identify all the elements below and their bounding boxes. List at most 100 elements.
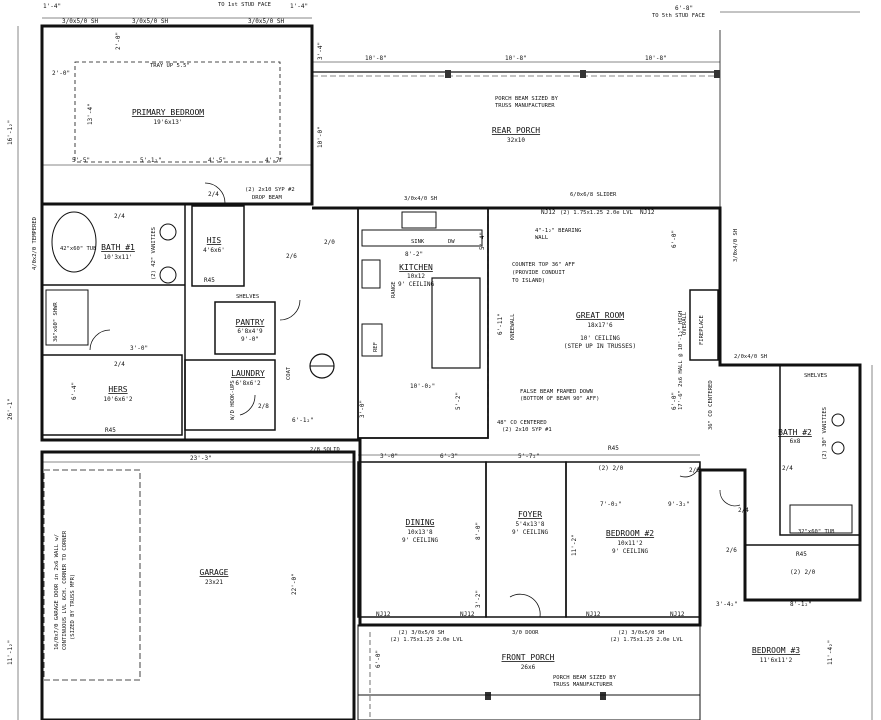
door-26-c: 2/6 [726, 547, 737, 554]
note-porch-beam-2: TRUSS MANUFACTURER [495, 103, 555, 109]
dining-size: 10x13'8 [407, 529, 433, 536]
label-fireplace: FIREPLACE [699, 315, 705, 345]
garage-label: GARAGE [200, 568, 229, 577]
note-false-beam-2: (BOTTOM OF BEAM 90" AFF) [520, 396, 599, 402]
kitchen-size: 10x12 [407, 273, 425, 280]
label-nj12-d: NJ12 [670, 611, 685, 618]
note-lvl-top: (2) 1.75x1.25 2.0e LVL [560, 210, 634, 216]
label-nj12-c: NJ12 [586, 611, 601, 618]
note-porch-beam-1: PORCH BEAM SIZED BY [495, 96, 559, 102]
pantry-label: PANTRY [236, 318, 265, 327]
note-co-centered-1: 48" CO CENTERED [497, 420, 547, 426]
dim-34b: 3'-4₂" [716, 601, 738, 608]
dim-47: 4'-7" [265, 157, 283, 164]
great-room-size: 18x17'6 [587, 322, 613, 329]
dim-101: 10'-0₂" [410, 383, 435, 390]
dim-sh-top2: 3/0x5/0 SH [132, 18, 169, 25]
dim-111: 11'-1₂" [7, 640, 14, 665]
garage-walls [40, 450, 356, 720]
dim-20b: 2'-0" [115, 32, 122, 50]
great-room-step: (STEP UP IN TRUSSES) [564, 343, 636, 350]
note-counter-3: TO ISLAND) [512, 278, 545, 284]
door-24-d: 2/4 [738, 507, 749, 514]
great-room-label: GREAT ROOM [576, 311, 624, 320]
note-vanities-b1: (2) 42" VANITIES [151, 227, 157, 280]
note-bearing-wall-2: WALL [535, 235, 549, 241]
door-b3-closet: (2) 2/0 [790, 569, 816, 576]
note-hall-high: 17'-6" 2x6 HALL @ 10'-1₂" HIGH [678, 311, 684, 410]
label-nj12-e: NJ12 [541, 209, 556, 216]
note-porch-lvl-right-2: (2) 1.75x1.25 2.0e LVL [610, 637, 684, 643]
note-garage-door-2: CONTINUOUS LVL 6CH. CORNER TO CORNER [62, 530, 68, 650]
note-sh-2040: 2/0x4/0 SH [734, 354, 767, 360]
dim-241: 26'-1" [7, 398, 14, 420]
pantry-ceiling: 9'-0" [241, 336, 259, 343]
bath1-tub-icon [51, 211, 97, 273]
his-size: 4'6x6' [203, 247, 225, 254]
label-shelves-b2: SHELVES [804, 373, 827, 379]
door-28: 2/8 [258, 403, 269, 410]
door-26-b: 2/6 [689, 467, 700, 474]
note-sh-3040-side: 3/0x4/0 SH [733, 229, 739, 262]
label-dw: DW [448, 239, 455, 245]
dim-82: 8'-2" [405, 251, 423, 258]
garage-size: 23x21 [205, 579, 223, 586]
note-tub-b1: 42"x60" TUB [60, 246, 97, 252]
door-20: 2/0 [324, 239, 335, 246]
dim-30b: 3'-0" [359, 400, 366, 418]
note-porch-lvl-right-1: (2) 3/0x5/0 SH [618, 630, 664, 636]
label-r45-b3: R45 [796, 551, 807, 558]
foyer-label: FOYER [518, 510, 542, 519]
dim-30c: 3'-0" [130, 345, 148, 352]
dim-top-right: 1'-4" [290, 3, 308, 10]
hers-closet-walls [41, 354, 183, 436]
note-drop-beam-1: (2) 2x10 SYP #2 [245, 187, 295, 193]
dim-54: 5'-4" [479, 232, 486, 250]
dining-ceiling: 9' CEILING [402, 537, 439, 544]
dining-label: DINING [406, 518, 435, 527]
dim-93: 9'-3₂" [668, 501, 690, 508]
dim-81: 8'-1₂" [790, 601, 812, 608]
great-room-ceiling: 10' CEILING [580, 335, 620, 342]
dim-64: 6'-4" [71, 382, 78, 400]
garage-door-line [43, 469, 141, 681]
front-porch-size: 26x6 [521, 664, 536, 671]
label-sink: SINK [411, 239, 425, 245]
his-closet-walls [191, 205, 245, 287]
door-swings [89, 182, 741, 618]
refrigerator-icon [361, 323, 383, 357]
dim-55: 5'-5" [72, 157, 90, 164]
dim-sh-top3: 3/0x5/0 SH [248, 18, 285, 25]
door-24-c: 2/4 [114, 361, 125, 368]
dim-sh-top1: 3/0x5/0 SH [62, 18, 99, 25]
note-porch-lvl-left-2: (2) 1.75x1.25 2.0e LVL [390, 637, 464, 643]
door-24-a: 2/4 [114, 213, 125, 220]
note-counter-1: COUNTER TOP 36" AFF [512, 262, 575, 268]
rear-porch-label: REAR PORCH [492, 126, 540, 135]
fireplace-icon [689, 289, 719, 361]
note-bearing-wall-1: 4"-1₂" BEARING [535, 228, 581, 234]
label-range: RANGE [391, 281, 397, 298]
dim-60b: 6'-0" [671, 392, 678, 410]
note-vanities-b2: (2) 30" VANITIES [822, 407, 828, 460]
dim-32: 3'-2" [475, 590, 482, 608]
note-garage-door-3: (SIZED BY TRUSS MFR) [70, 574, 76, 640]
front-porch-label: FRONT PORCH [502, 653, 555, 662]
note-front-porch-beam-1: PORCH BEAM SIZED BY [553, 675, 617, 681]
pantry-walls [214, 301, 276, 355]
note-drop-beam-2: DROP BEAM [252, 195, 282, 201]
note-solid-door: 2/8 SOLID [310, 447, 340, 453]
note-slider: 6/0x6/8 SLIDER [570, 192, 617, 198]
label-coat: COAT [286, 366, 292, 380]
dim-108a: 10'-8" [365, 55, 387, 62]
note-co-centered-2: (2) 2x10 SYP #1 [502, 427, 552, 433]
note-front-porch-beam-2: TRUSS MANUFACTURER [553, 682, 613, 688]
dim-220: 22'-0" [291, 573, 298, 595]
bath2-label: BATH #2 [778, 428, 812, 437]
note-shower: 36"x60" SHWR [53, 302, 59, 342]
rear-porch-size: 32x10 [507, 137, 525, 144]
primary-bedroom-label: PRIMARY BEDROOM [132, 108, 204, 117]
bedroom2-size: 10x11'2 [617, 540, 643, 547]
note-tempered: 4/0x2/0 TEMPERED [32, 217, 38, 270]
label-r45-b2: R45 [608, 445, 619, 452]
